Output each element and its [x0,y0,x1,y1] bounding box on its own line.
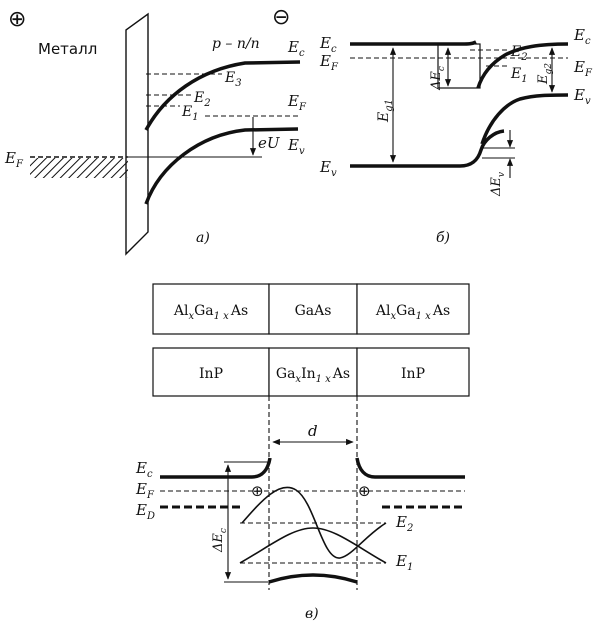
caption-a: а) [196,230,210,246]
label-ec-c: Ec [135,459,153,480]
wavefunction-psi2 [241,486,387,559]
label-e3: E3 [224,70,242,89]
label-e2-c: E2 [395,513,413,534]
label-ec: Ec [287,38,305,59]
label-delta-ec-c: ΔEc [211,528,229,553]
layer-r2-c3: InP [401,366,425,382]
valence-band-curve [144,127,299,205]
delta-ec-box [437,43,481,89]
junction-label: p – п/п [212,36,260,52]
layer-box-r1-c3 [356,283,470,335]
label-e1-b: E1 [510,66,528,85]
label-ev-right: Ev [573,86,591,107]
caption-b: б) [436,230,450,246]
conduction-band-right [355,457,465,479]
well-bottom [268,573,358,584]
label-e2: E2 [193,90,211,109]
layer-box-r2-c2 [268,347,358,397]
interface-plate [125,12,149,256]
label-ef-c: EF [135,480,155,501]
label-eg2: Eg2 [536,63,554,85]
label-ec-right: Ec [573,26,591,47]
label-eg1: Eg1 [376,99,395,123]
label-e1: E1 [181,104,199,123]
label-ef-right-b: EF [573,58,593,79]
right-valence-band [480,93,569,145]
label-ed-c: ED [135,501,155,522]
label-ev-left: Ev [319,158,337,179]
layer-r1-c2: GaAs [295,303,332,319]
plus-sign: ⊕ [8,7,26,32]
panel-a: ⊕ ⊖ Металл p – п/п Ec E3 E2 E1 EF eU Ev … [4,5,307,256]
metal-label: Металл [38,40,97,58]
valence-band-step [459,129,505,168]
panel-b: Ec EF Ev Eg1 ΔEc E2 E1 Eg2 Ec EF Ev ΔEv … [319,26,593,246]
label-eu: eU [258,134,281,152]
conduction-band-curve [144,60,301,131]
label-e1-c: E1 [395,552,413,573]
caption-c: в) [305,606,319,622]
label-ec-left: Ec [319,34,337,55]
ionized-donor-right: ⊕ [358,482,371,500]
ionized-donor-left: ⊕ [251,482,264,500]
label-delta-ev: ΔEv [489,172,507,197]
label-e2-b: E2 [510,44,528,63]
label-ef-left-b: EF [319,52,339,73]
layer-box-r1-c1 [152,283,270,335]
label-delta-ec: ΔEc [429,66,447,91]
label-ef-right: EF [287,92,307,113]
metal-hatch [30,158,128,178]
label-d: d [308,422,318,440]
layer-r2-c1: InP [199,366,223,382]
wavefunction-psi1 [239,527,387,564]
label-ev: Ev [287,136,305,157]
layer-box-r2-c3 [356,347,470,397]
layer-box-r2-c1 [152,347,270,397]
conduction-band-left [160,457,272,479]
label-ef-left: EF [4,149,24,170]
conduction-band-notch [476,42,569,89]
minus-sign: ⊖ [272,5,290,30]
layer-box-r1-c2 [268,283,358,335]
